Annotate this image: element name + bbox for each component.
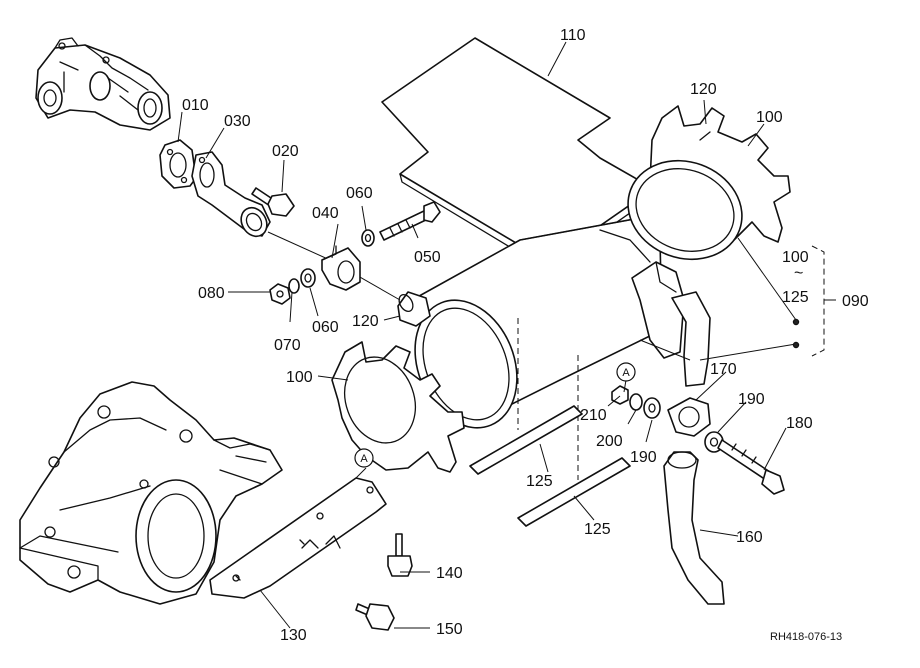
label-130: 130 xyxy=(280,627,307,644)
washer-070 xyxy=(288,278,300,294)
label-190-lower: 190 xyxy=(630,449,657,466)
end-plate-100-front xyxy=(331,341,465,473)
callout-a2: A xyxy=(622,367,630,379)
label-150: 150 xyxy=(436,621,463,638)
label-140: 140 xyxy=(436,565,463,582)
gasket-strip-125-a xyxy=(469,405,583,475)
clamp-040 xyxy=(321,245,361,291)
gasket-010 xyxy=(159,139,197,189)
label-060-lower: 060 xyxy=(312,319,339,336)
leader-dot-2 xyxy=(792,341,800,349)
label-120-upper: 120 xyxy=(690,81,717,98)
gasket-strip-125-b xyxy=(517,457,631,527)
label-010: 010 xyxy=(182,97,209,114)
label-100-range-top: 100 xyxy=(782,249,809,266)
nut-080 xyxy=(269,283,291,305)
tail-pipe-160 xyxy=(663,451,725,605)
bolt-150 xyxy=(355,603,395,631)
leader-dot-1 xyxy=(792,318,800,326)
clamp-170 xyxy=(667,397,711,437)
engine-housing xyxy=(19,381,283,605)
label-200: 200 xyxy=(596,433,623,450)
label-080: 080 xyxy=(198,285,225,302)
washer-190-upper xyxy=(643,397,661,419)
label-125-b: 125 xyxy=(584,521,611,538)
reference-code: RH418-076-13 xyxy=(770,631,842,643)
label-090: 090 xyxy=(842,293,869,310)
callout-circle-a1 xyxy=(354,448,374,468)
bolt-180 xyxy=(717,439,785,495)
callout-circle-a2 xyxy=(616,362,636,382)
label-170: 170 xyxy=(710,361,737,378)
callout-a1: A xyxy=(360,453,368,465)
label-100-upper: 100 xyxy=(756,109,783,126)
exhaust-elbow-030 xyxy=(191,151,271,238)
label-190-upper: 190 xyxy=(738,391,765,408)
label-050: 050 xyxy=(414,249,441,266)
label-070: 070 xyxy=(274,337,301,354)
label-040: 040 xyxy=(312,205,339,222)
label-180: 180 xyxy=(786,415,813,432)
label-120-lower: 120 xyxy=(352,313,379,330)
label-100-lower: 100 xyxy=(286,369,313,386)
leader-lines xyxy=(177,41,836,629)
label-160: 160 xyxy=(736,529,763,546)
label-030: 030 xyxy=(224,113,251,130)
label-210: 210 xyxy=(580,407,607,424)
label-125-a: 125 xyxy=(526,473,553,490)
label-100-range-bottom: 125 xyxy=(782,289,809,306)
bolt-020 xyxy=(251,187,295,217)
washer-060-upper xyxy=(361,229,375,247)
label-100-range-tilde: ~ xyxy=(794,265,803,282)
bracket-130 xyxy=(209,477,387,599)
exhaust-manifold xyxy=(35,37,171,131)
washer-060-lower xyxy=(300,268,316,288)
muffler-body xyxy=(397,217,711,480)
end-plate-100-rear xyxy=(627,105,791,261)
label-060-upper: 060 xyxy=(346,185,373,202)
washer-200 xyxy=(629,393,643,411)
bolt-050 xyxy=(379,201,441,241)
label-020: 020 xyxy=(272,143,299,160)
bolt-140 xyxy=(387,533,413,577)
label-110: 110 xyxy=(560,27,586,44)
